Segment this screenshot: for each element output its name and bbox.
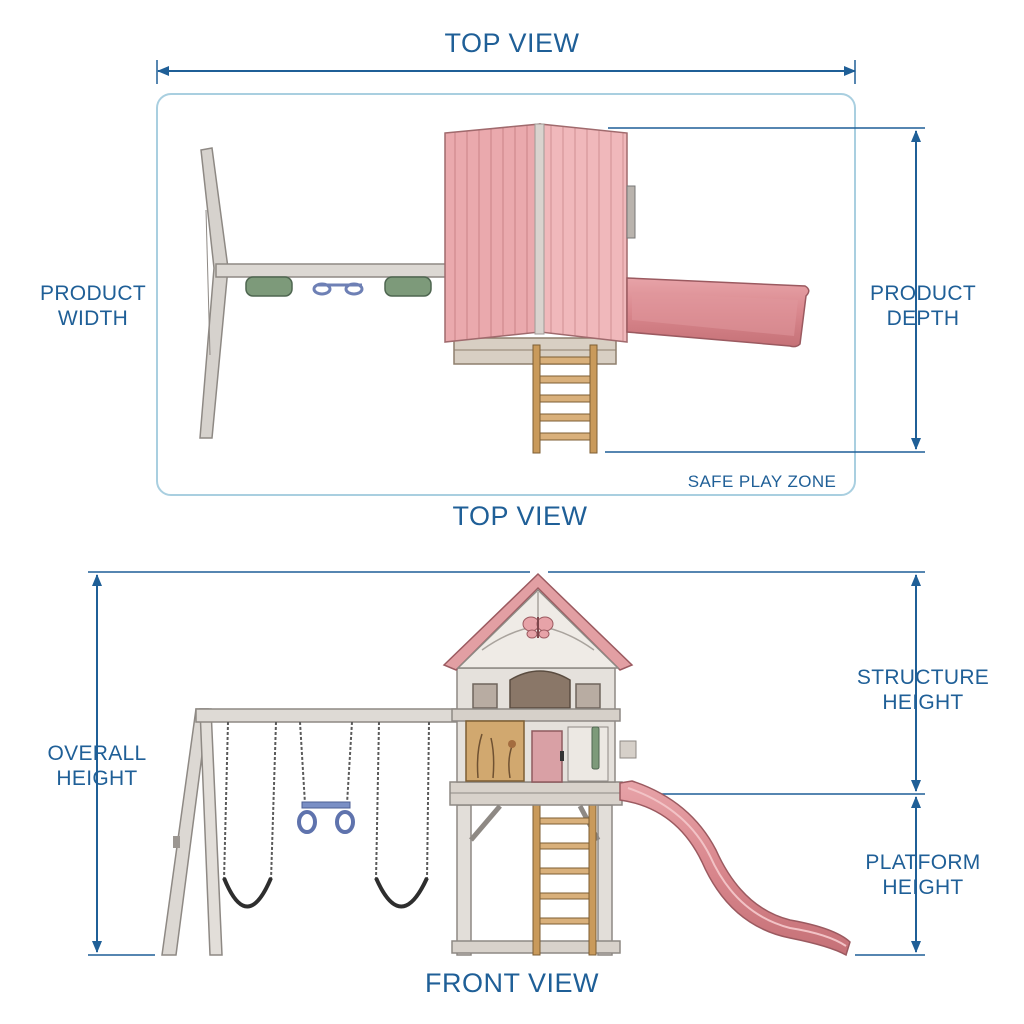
front-view-group	[88, 571, 925, 957]
product-depth-label: PRODUCT DEPTH	[870, 282, 976, 330]
product-width-label: PRODUCT WIDTH	[40, 282, 146, 330]
front-swing-chains	[223, 721, 430, 881]
front-house	[451, 667, 637, 783]
butterfly-ornament	[522, 616, 554, 639]
front-roof	[442, 572, 634, 671]
front-trapeze	[297, 801, 355, 834]
top-side-panel	[626, 185, 636, 239]
top-a-frame	[199, 147, 229, 439]
front-swing-seat-right	[374, 877, 429, 909]
safe-play-zone-outline	[156, 93, 856, 496]
overall-height-label: OVERALL HEIGHT	[47, 742, 147, 790]
top-view-caption: TOP VIEW	[452, 501, 588, 531]
front-view-caption: FRONT VIEW	[424, 968, 599, 998]
top-view-group	[156, 60, 925, 496]
front-swing-seat-left	[222, 877, 273, 909]
top-swing-beam	[215, 263, 449, 278]
top-swing-seat-right	[384, 276, 432, 297]
front-fort-legs	[451, 804, 621, 956]
safe-play-zone-label: SAFE PLAY ZONE	[687, 472, 837, 491]
front-ladder	[532, 804, 597, 956]
top-swing-seat-left	[245, 276, 293, 297]
top-ladder	[532, 344, 598, 454]
front-swing-beam	[195, 708, 459, 723]
structure-height-label: STRUCTURE HEIGHT	[856, 666, 990, 714]
top-trapeze	[312, 282, 364, 296]
top-view-title: TOP VIEW	[444, 28, 580, 58]
top-slide	[626, 277, 810, 348]
platform-height-label: PLATFORM HEIGHT	[865, 851, 981, 899]
top-roof	[444, 123, 628, 343]
front-slide	[619, 780, 851, 957]
